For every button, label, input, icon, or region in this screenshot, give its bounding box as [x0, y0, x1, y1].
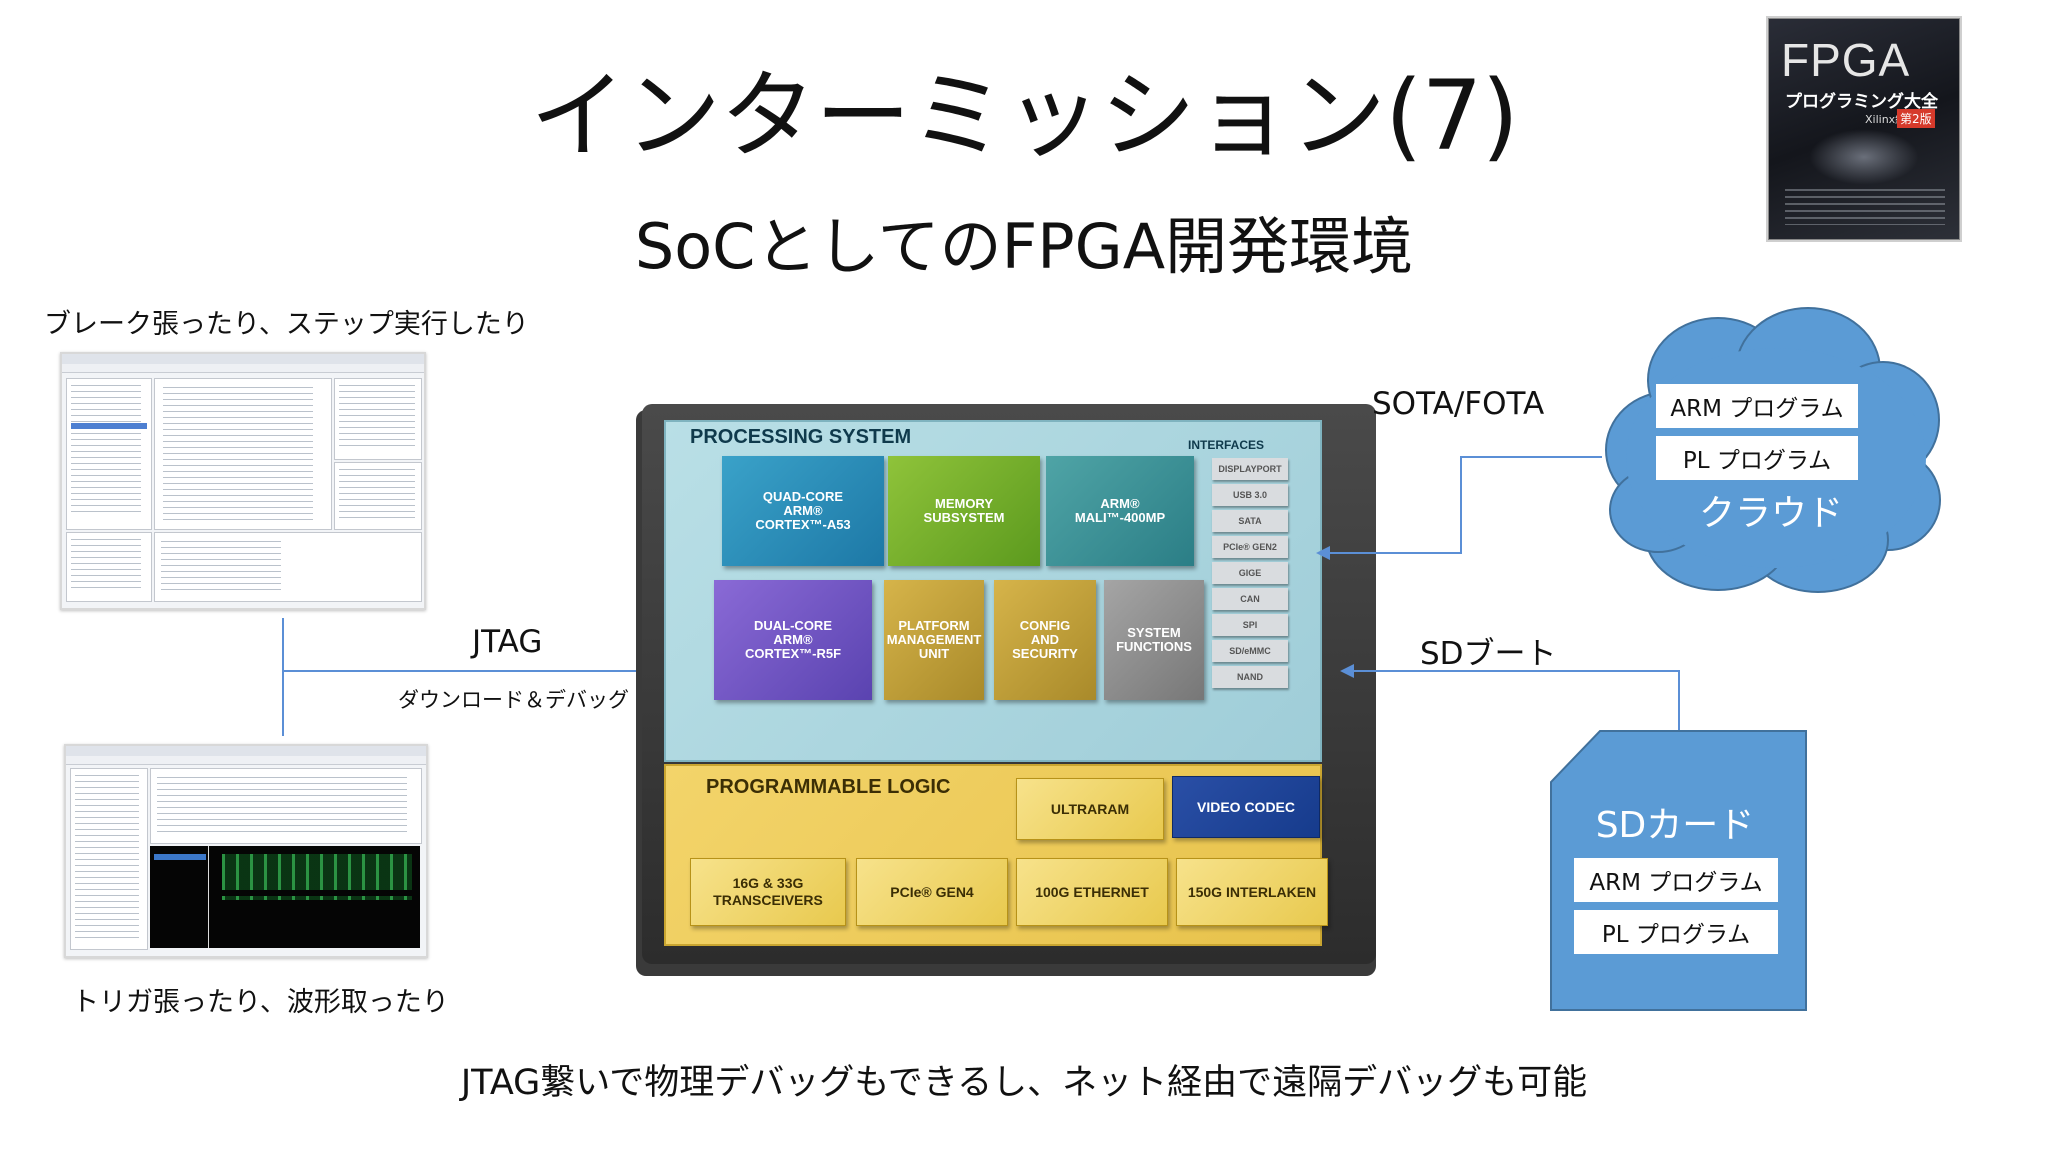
book-subtitle: プログラミング大全: [1785, 92, 1938, 112]
book-edition-badge: 第2版: [1897, 109, 1935, 128]
block-quad-core-a53: QUAD-CORE ARM® CORTEX™-A53: [722, 456, 884, 566]
block-config-security: CONFIG AND SECURITY: [994, 580, 1096, 700]
block-system-functions: SYSTEM FUNCTIONS: [1104, 580, 1204, 700]
connector-sd-horizontal: [1354, 670, 1680, 672]
connector-sd-vertical: [1678, 670, 1680, 732]
programmable-logic-label: PROGRAMMABLE LOGIC: [706, 776, 951, 798]
processing-system-label: PROCESSING SYSTEM: [690, 426, 912, 448]
block-150g-interlaken: 150G INTERLAKEN: [1176, 858, 1328, 926]
ide-console-pane: [154, 532, 422, 602]
block-video-codec: VIDEO CODEC: [1172, 776, 1320, 838]
connector-cloud-horizontal: [1460, 456, 1602, 458]
logic-analyzer-screenshot: [64, 744, 428, 958]
cloud-arm-program: ARM プログラム: [1656, 384, 1858, 428]
sd-boot-label: SDブート: [1420, 636, 1557, 672]
iface-usb: USB 3.0: [1212, 484, 1288, 506]
connector-left-vertical: [282, 618, 284, 736]
iface-sd-emmc: SD/eMMC: [1212, 640, 1288, 662]
sdcard-pl-program: PL プログラム: [1574, 910, 1778, 954]
sdcard-label: SDカード: [1595, 805, 1755, 846]
block-transceivers: 16G & 33G TRANSCEIVERS: [690, 858, 846, 926]
sdcard-arm-program: ARM プログラム: [1574, 858, 1778, 902]
block-pcie-gen4: PCIe® GEN4: [856, 858, 1008, 926]
caption-logic-analyzer: トリガ張ったり、波形取ったり: [72, 987, 449, 1018]
ide-debugger-screenshot: [60, 352, 426, 610]
ide-variables-pane: [334, 378, 422, 460]
interfaces-label: INTERFACES: [1188, 438, 1265, 452]
sota-fota-label: SOTA/FOTA: [1372, 386, 1545, 422]
iface-nand: NAND: [1212, 666, 1288, 688]
footer-note: JTAG繋いで物理デバッグもできるし、ネット経由で遠隔デバッグも可能: [460, 1063, 1588, 1103]
slide-subtitle: SoCとしてのFPGA開発環境: [634, 210, 1414, 283]
iface-can: CAN: [1212, 588, 1288, 610]
ide-editor-pane: [154, 378, 332, 530]
block-mali-gpu: ARM® MALI™-400MP: [1046, 456, 1194, 566]
block-dual-core-r5f: DUAL-CORE ARM® CORTEX™-R5F: [714, 580, 872, 700]
ila-waveform-pane: [150, 846, 420, 948]
ila-menubar: [66, 756, 426, 765]
book-cover-art: [1809, 129, 1919, 185]
iface-pcie-gen2: PCIe® GEN2: [1212, 536, 1288, 558]
connector-cloud-vertical: [1460, 456, 1462, 554]
book-cover-image: FPGA プログラミング大全 Xilinx編 第2版: [1768, 18, 1960, 240]
iface-spi: SPI: [1212, 614, 1288, 636]
connector-jtag: [282, 670, 652, 672]
book-title: FPGA: [1781, 34, 1911, 86]
ide-menubar: [62, 364, 424, 373]
book-vendor: Xilinx編: [1865, 113, 1907, 126]
iface-gige: GIGE: [1212, 562, 1288, 584]
block-100g-ethernet: 100G ETHERNET: [1016, 858, 1168, 926]
connector-cloud-to-chip: [1330, 552, 1462, 554]
block-pmu: PLATFORM MANAGEMENT UNIT: [884, 580, 984, 700]
arrowhead-sd: [1340, 664, 1354, 678]
block-ultraram: ULTRARAM: [1016, 778, 1164, 840]
block-memory-subsystem: MEMORY SUBSYSTEM: [888, 456, 1040, 566]
ide-titlebar: [62, 354, 424, 364]
ila-titlebar: [66, 746, 426, 756]
ila-hierarchy-pane: [70, 768, 148, 950]
cloud-pl-program: PL プログラム: [1656, 436, 1858, 480]
book-blurb-lines: [1785, 189, 1945, 225]
jtag-label: JTAG: [472, 624, 543, 660]
jtag-sub-label: ダウンロード＆デバッグ: [398, 688, 629, 712]
iface-sata: SATA: [1212, 510, 1288, 532]
arrowhead-cloud: [1316, 546, 1330, 560]
ide-project-pane: [66, 378, 152, 530]
ide-outline-pane: [66, 532, 152, 602]
cloud-label: クラウド: [1698, 493, 1843, 534]
slide-title: インターミッション(7): [530, 60, 1519, 172]
caption-debugger: ブレーク張ったり、ステップ実行したり: [44, 309, 529, 340]
ila-trigger-pane: [150, 768, 422, 844]
ide-registers-pane: [334, 462, 422, 530]
iface-displayport: DISPLAYPORT: [1212, 458, 1288, 480]
